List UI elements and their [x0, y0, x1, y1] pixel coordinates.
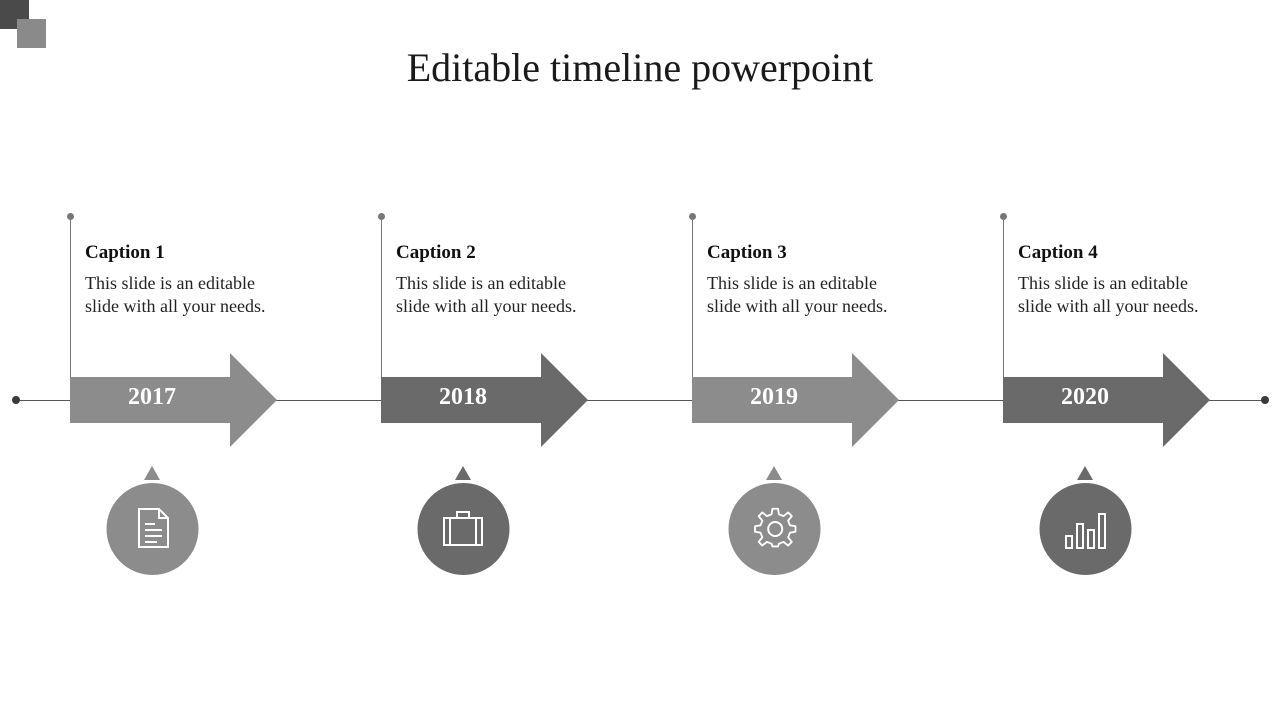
- milestone-stem: [70, 217, 71, 377]
- briefcase-icon: [443, 511, 483, 546]
- milestone-stem-dot: [1000, 213, 1007, 220]
- icon-badge: [1039, 466, 1132, 575]
- bar-chart-icon: [1065, 513, 1106, 549]
- slide-title: Editable timeline powerpoint: [406, 45, 874, 90]
- milestone-stem-dot: [689, 213, 696, 220]
- milestone-stem: [692, 217, 693, 377]
- milestone-stem: [1003, 217, 1004, 377]
- timeline-end-dot: [1261, 396, 1269, 404]
- milestone-stem-dot: [67, 213, 74, 220]
- caption-title: Caption 2: [396, 242, 476, 263]
- year-arrow: [70, 353, 277, 447]
- milestone-stem: [381, 217, 382, 377]
- year-label: 2018: [439, 384, 487, 410]
- year-label: 2019: [750, 384, 798, 410]
- caption-text: This slide is an editable slide with all…: [396, 273, 577, 316]
- year-arrow: [1003, 353, 1210, 447]
- document-icon: [138, 508, 169, 548]
- caption-text: This slide is an editable slide with all…: [707, 273, 888, 316]
- year-arrow: [381, 353, 588, 447]
- year-label: 2020: [1061, 384, 1109, 410]
- year-arrow: [692, 353, 899, 447]
- caption-title: Caption 4: [1018, 242, 1098, 263]
- timeline-start-dot: [12, 396, 20, 404]
- timeline-axis: [16, 400, 1266, 401]
- icon-badge: [417, 466, 510, 575]
- year-label: 2017: [128, 384, 176, 410]
- gear-icon: [754, 507, 797, 548]
- caption-title: Caption 3: [707, 242, 787, 263]
- caption-text: This slide is an editable slide with all…: [1018, 273, 1199, 316]
- caption-title: Caption 1: [85, 242, 165, 263]
- milestone-stem-dot: [378, 213, 385, 220]
- icon-badge: [728, 466, 821, 575]
- caption-text: This slide is an editable slide with all…: [85, 273, 266, 316]
- corner-decoration-light: [17, 19, 46, 48]
